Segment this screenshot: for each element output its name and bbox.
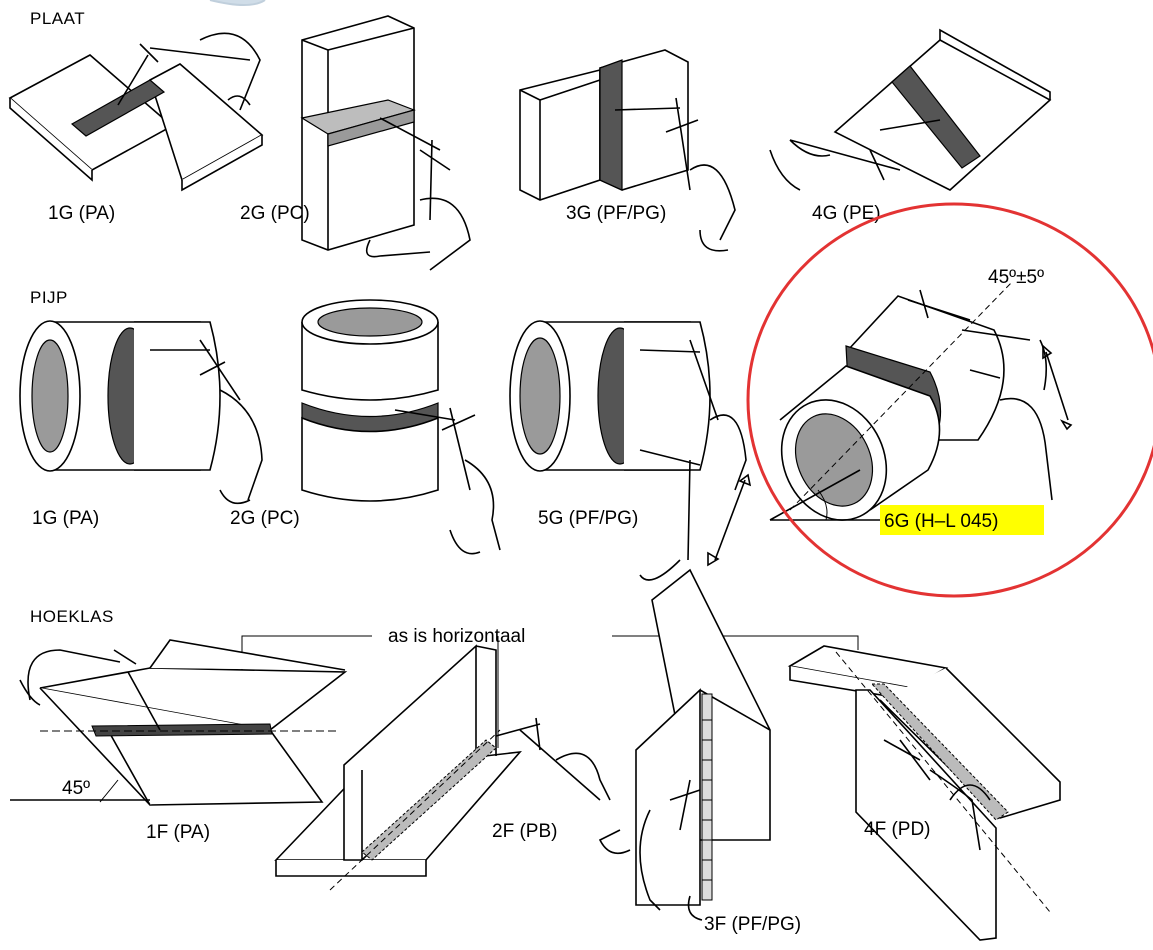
fillet-4f-figure (787, 645, 1061, 941)
pipe-5g-figure (509, 320, 752, 581)
label-pipe-5g: 5G (PF/PG) (538, 508, 638, 529)
label-pipe-2g: 2G (PC) (230, 508, 300, 529)
label-fillet-3f: 3F (PF/PG) (704, 914, 801, 935)
corner-arc-decoration (209, 0, 266, 6)
plate-4g-figure (769, 28, 1052, 191)
fillet-3f-figure (635, 568, 771, 921)
plate-1g-figure (8, 32, 264, 192)
label-plate-1g: 1G (PA) (48, 203, 115, 224)
label-fillet-4f: 4F (PD) (864, 819, 931, 840)
label-pipe-6g: 6G (H–L 045) (884, 511, 998, 532)
label-fillet-1f-angle: 45º (62, 778, 90, 799)
section-title-plaat: PLAAT (30, 9, 85, 28)
fillet-2f-figure (274, 644, 631, 891)
section-title-pijp: PIJP (30, 288, 68, 307)
label-fillet-2f: 2F (PB) (492, 821, 557, 842)
label-pipe-1g: 1G (PA) (32, 508, 99, 529)
highlight-circle (746, 202, 1153, 598)
fillet-1f-figure (10, 639, 348, 806)
highlight-marker (880, 505, 1044, 535)
label-plate-3g: 3G (PF/PG) (566, 203, 666, 224)
pipe-6g-figure (769, 281, 1073, 521)
label-pipe-6g-angle: 45º±5º (988, 267, 1044, 288)
label-plate-2g: 2G (PC) (240, 203, 310, 224)
label-fillet-1f: 1F (PA) (146, 822, 210, 843)
pipe-2g-figure (301, 299, 501, 555)
pipe-1g-figure (19, 320, 263, 505)
plate-2g-figure (300, 15, 471, 271)
section-title-hoeklas: HOEKLAS (30, 607, 114, 626)
axis-note: as is horizontaal (388, 626, 525, 647)
plate-3g-figure (519, 49, 736, 252)
label-plate-4g: 4G (PE) (812, 203, 881, 224)
